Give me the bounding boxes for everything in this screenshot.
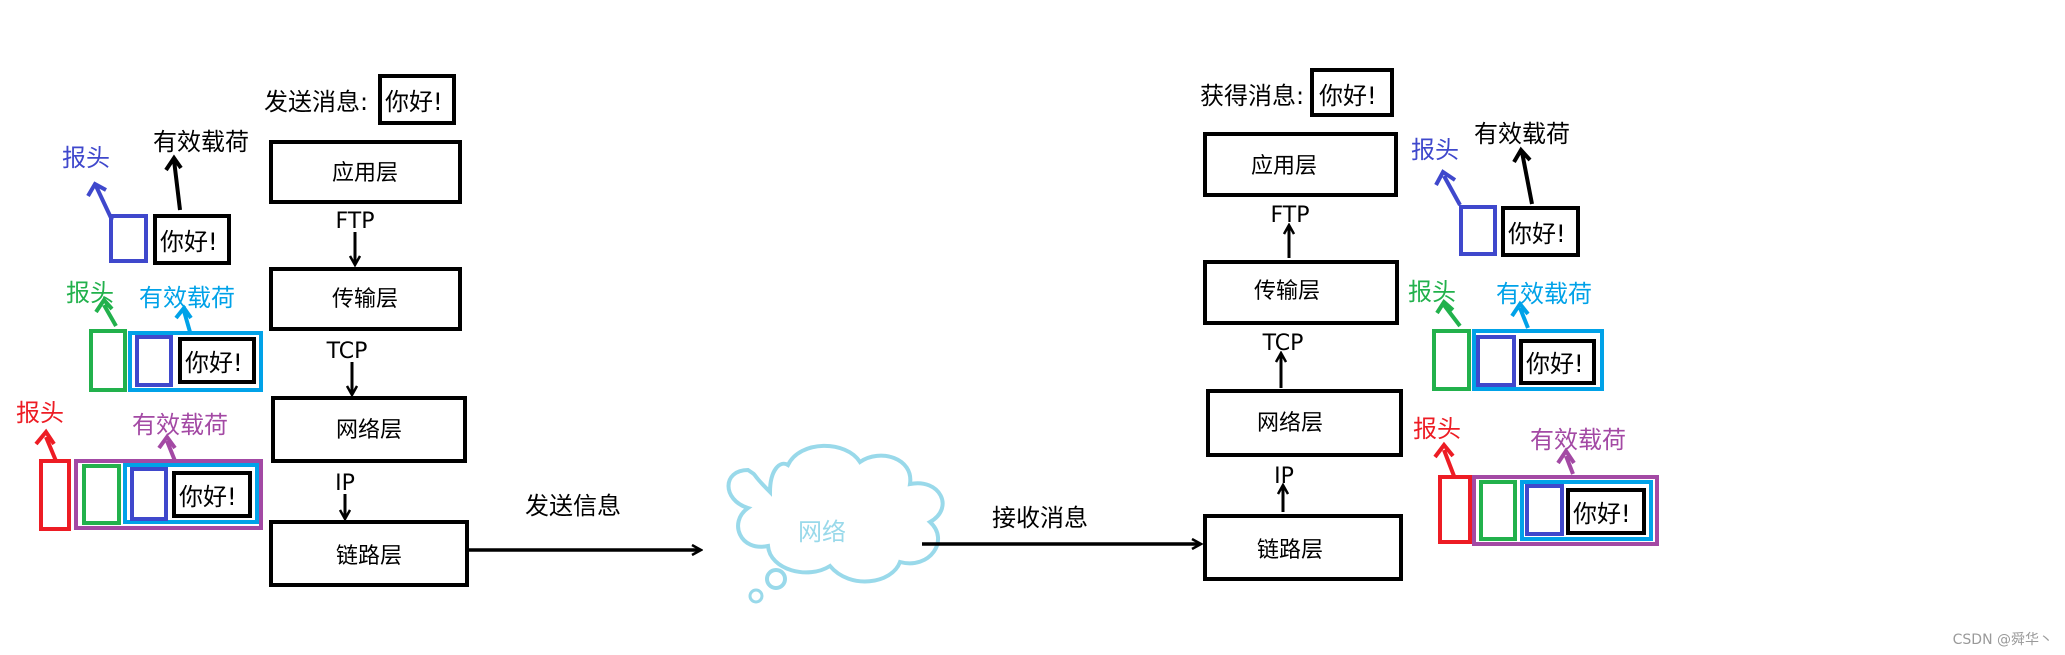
svg-text:传输层: 传输层 (1254, 279, 1320, 304)
receive-message-label: 获得消息: (1200, 82, 1304, 110)
send-app-payload-arrow (164, 154, 183, 211)
send-ip-header-arrow (34, 428, 58, 462)
send-tcp-payload-label: 有效载荷 (139, 284, 235, 312)
receive-ip-wrap-box (1472, 475, 1659, 546)
send-protocol-ftp: FTP (336, 209, 375, 234)
send-app-data-text: 你好! (160, 228, 218, 256)
send-app-data-box (153, 214, 231, 265)
receive-ip-header-label: 报头 (1413, 415, 1461, 443)
send-message-label: 发送消息: (264, 88, 368, 116)
send-layer-transport: 传输层 (269, 267, 462, 331)
receive-app-data-box (1501, 206, 1580, 257)
send-app-payload-label: 有效载荷 (153, 128, 249, 156)
receive-app-header-box (1459, 205, 1497, 256)
receive-app-header-arrow (1434, 169, 1462, 206)
send-message-box (378, 74, 456, 125)
send-link-label: 发送信息 (525, 492, 621, 520)
send-ip-payload-label: 有效载荷 (132, 411, 228, 439)
send-tcp-payload-arrow (174, 304, 193, 333)
send-ip-inner-wrap-box (123, 463, 259, 524)
receive-protocol-ip: IP (1274, 464, 1294, 489)
send-ip-data-box (172, 471, 252, 518)
receive-tcp-header-box (1432, 329, 1471, 391)
watermark: CSDN @舜华丶 (1952, 632, 2053, 648)
svg-text:链路层: 链路层 (1257, 538, 1323, 563)
send-ip-inner-app-header-box (130, 467, 168, 521)
send-ip-data-text: 你好! (179, 483, 237, 511)
receive-ip-header-box (1438, 475, 1472, 544)
receive-tcp-inner-header-box (1476, 335, 1516, 387)
receive-ip-header-arrow (1433, 441, 1456, 477)
network-label: 网络 (798, 518, 846, 546)
receive-tcp-header-arrow (1435, 298, 1462, 328)
receive-tcp-payload-label: 有效载荷 (1496, 280, 1592, 308)
send-layer-network: 网络层 (271, 396, 467, 463)
svg-text:应用层: 应用层 (1251, 154, 1317, 179)
send-ip-payload-arrow (157, 433, 177, 462)
receive-ip-payload-label: 有效载荷 (1530, 426, 1626, 454)
receive-protocol-ftp: FTP (1271, 203, 1310, 228)
svg-text:网络层: 网络层 (336, 418, 402, 443)
svg-text:传输层: 传输层 (332, 287, 398, 312)
send-tcp-data-box (178, 337, 256, 384)
receive-layer-transport: 传输层 (1203, 260, 1399, 325)
receive-tcp-data-text: 你好! (1526, 350, 1584, 378)
send-tcp-header-arrow (94, 296, 118, 327)
send-layer-application: 应用层 (269, 140, 462, 204)
receive-app-payload-label: 有效载荷 (1474, 120, 1570, 148)
receive-tcp-header-label: 报头 (1408, 278, 1456, 306)
send-app-header-arrow (86, 181, 114, 221)
receive-ip-payload-arrow (1556, 447, 1576, 475)
receive-layer-network: 网络层 (1206, 389, 1403, 457)
receive-layer-application: 应用层 (1203, 132, 1398, 197)
receive-message-box (1310, 68, 1394, 117)
receive-protocol-tcp: TCP (1262, 331, 1304, 356)
receive-tcp-wrap-box (1472, 329, 1604, 391)
svg-text:应用层: 应用层 (332, 161, 398, 186)
receive-app-header-label: 报头 (1411, 136, 1459, 164)
send-tcp-wrap-box (128, 331, 263, 392)
send-tcp-inner-header-box (135, 335, 173, 387)
send-tcp-data-text: 你好! (185, 349, 243, 377)
send-layer-link: 链路层 (269, 520, 469, 587)
send-message-text: 你好! (385, 88, 443, 116)
receive-ip-inner-app-header-box (1525, 484, 1564, 536)
receive-message-text: 你好! (1319, 82, 1377, 110)
receive-tcp-payload-arrow (1510, 300, 1530, 329)
receive-app-payload-arrow (1512, 146, 1534, 205)
network-cloud (726, 443, 945, 604)
svg-text:链路层: 链路层 (336, 544, 402, 569)
send-protocol-tcp: TCP (326, 339, 368, 364)
receive-ip-inner-wrap-box (1520, 480, 1653, 541)
send-app-header-box (109, 214, 148, 263)
receive-layer-link: 链路层 (1203, 514, 1403, 581)
send-ip-inner-tcp-header-box (82, 464, 121, 525)
send-tcp-header-box (89, 329, 127, 392)
send-app-header-label: 报头 (62, 144, 110, 172)
svg-text:网络层: 网络层 (1257, 411, 1323, 436)
receive-ip-data-box (1566, 488, 1646, 535)
receive-link-label: 接收消息 (992, 504, 1088, 532)
receive-app-data-text: 你好! (1508, 220, 1566, 248)
send-ip-header-box (39, 459, 71, 531)
receive-ip-inner-tcp-header-box (1479, 480, 1517, 541)
send-protocol-ip: IP (335, 471, 355, 496)
send-ip-header-label: 报头 (16, 399, 64, 427)
receive-tcp-data-box (1519, 339, 1596, 385)
send-ip-wrap-box (74, 459, 263, 530)
receive-ip-data-text: 你好! (1573, 500, 1631, 528)
